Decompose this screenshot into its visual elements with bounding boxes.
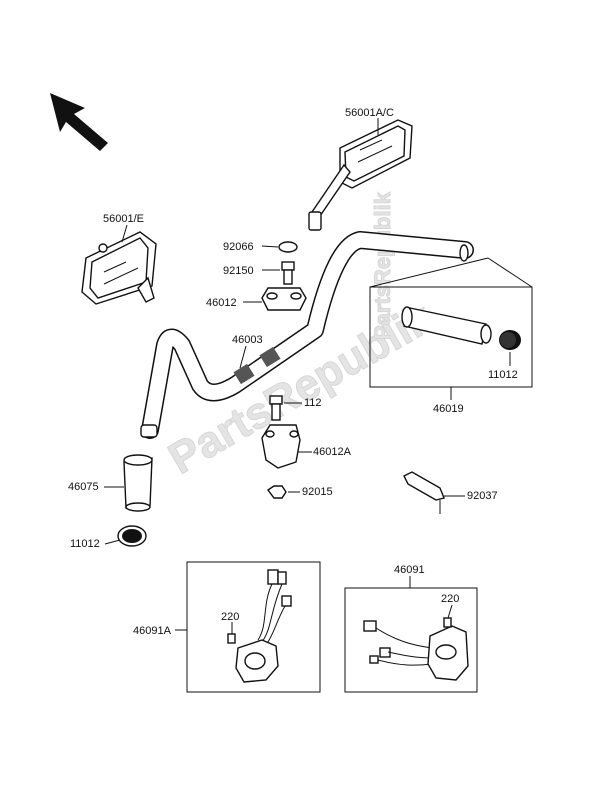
mirror-left bbox=[81, 231, 157, 305]
switch-right bbox=[363, 617, 469, 681]
label-mirror-right: 56001A/C bbox=[345, 107, 394, 119]
cap bbox=[278, 241, 298, 253]
label-end-cap-right: 11012 bbox=[488, 369, 518, 381]
switch-left-box bbox=[186, 561, 321, 693]
label-bracket: 92037 bbox=[467, 490, 498, 502]
label-grip-left: 46075 bbox=[68, 481, 99, 493]
label-screw-right: 220 bbox=[441, 593, 459, 605]
bolt-112 bbox=[269, 395, 283, 421]
end-cap-right bbox=[499, 330, 521, 350]
throttle-grip bbox=[401, 306, 492, 345]
label-throttle-grip: 46019 bbox=[433, 403, 464, 415]
nut bbox=[266, 485, 287, 499]
label-cap: 92066 bbox=[223, 241, 254, 253]
holder-lower bbox=[261, 424, 301, 469]
switch-right-box bbox=[344, 587, 478, 693]
label-bolt-112: 112 bbox=[304, 397, 322, 409]
switch-left bbox=[227, 569, 292, 683]
label-end-cap-left: 11012 bbox=[70, 538, 100, 550]
label-screw-left: 220 bbox=[221, 611, 239, 623]
label-bolt-upper: 92150 bbox=[223, 265, 254, 277]
label-holder-upper: 46012 bbox=[206, 297, 237, 309]
watermark-vertical: PartsRepublik bbox=[370, 191, 395, 340]
label-handlebar: 46003 bbox=[232, 334, 263, 346]
mirror-right bbox=[308, 119, 413, 231]
label-switch-right: 46091 bbox=[394, 564, 425, 576]
bolt-upper bbox=[281, 261, 295, 285]
label-mirror-left: 56001/E bbox=[103, 213, 144, 225]
front-direction-arrow-icon bbox=[50, 93, 108, 151]
bracket bbox=[403, 471, 445, 514]
grip-left bbox=[123, 454, 153, 512]
label-switch-left: 46091A bbox=[133, 625, 172, 637]
holder-upper bbox=[261, 287, 307, 311]
end-cap-left bbox=[117, 525, 147, 547]
label-nut: 92015 bbox=[302, 486, 333, 498]
handlebar bbox=[140, 231, 474, 439]
label-holder-lower: 46012A bbox=[313, 446, 352, 458]
